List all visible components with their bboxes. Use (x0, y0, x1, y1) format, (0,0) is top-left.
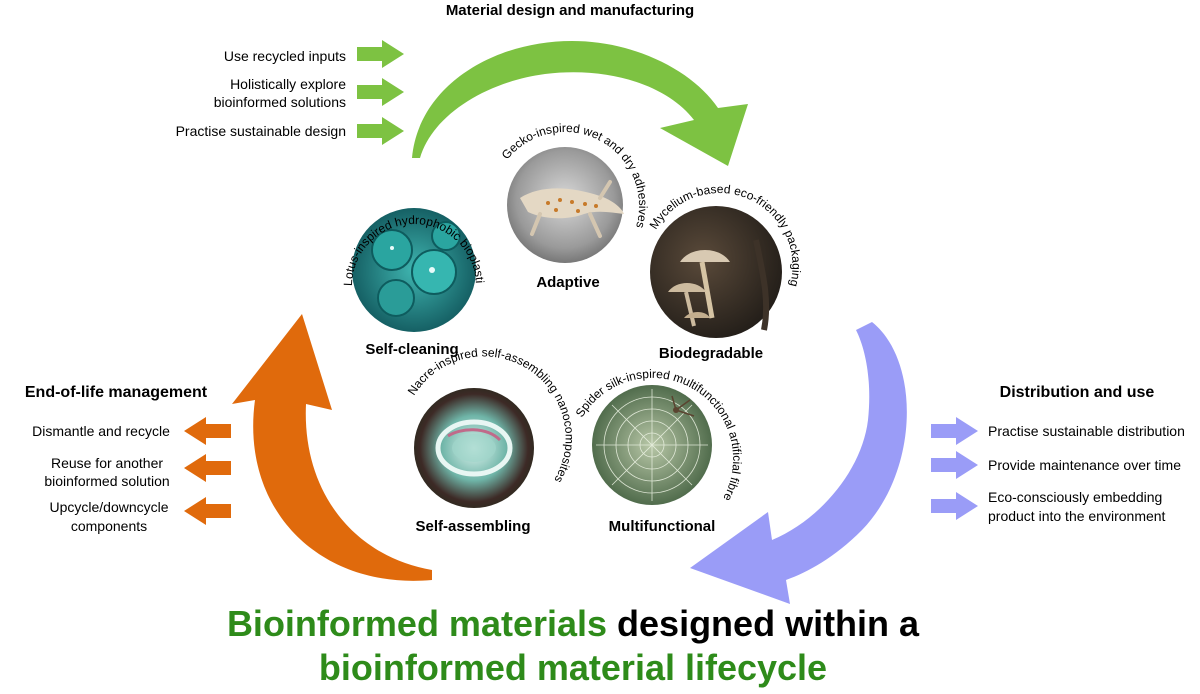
self-assembling-label: Self-assembling (415, 518, 530, 535)
design-item-sustainable-design: Practise sustainable design (176, 123, 346, 139)
spider-web-photo-icon (592, 385, 712, 505)
eol-left-arrow-icon (184, 417, 231, 445)
biodegradable-label: Biodegradable (659, 345, 763, 362)
nacre-shell-photo-icon (414, 388, 534, 508)
distribution-right-arrow-icon (931, 451, 978, 479)
gecko-photo-icon (507, 147, 624, 263)
eol-item-dismantle: Dismantle and recycle (32, 423, 170, 439)
design-stage-title: Material design and manufacturing (446, 2, 694, 19)
eol-item-reuse-line1: Reuse for another (51, 455, 163, 471)
headline-line2: bioinformed material lifecycle (319, 647, 827, 688)
multifunctional-label: Multifunctional (609, 518, 716, 535)
eol-item-reuse-line2: bioinformed solution (44, 473, 169, 489)
headline-black-part: designed within a (607, 603, 920, 644)
headline-line1: Bioinformed materials designed within a (227, 603, 920, 644)
eol-left-arrow-icon (184, 454, 231, 482)
design-item-explore-line2: bioinformed solutions (214, 94, 346, 110)
distribution-right-arrow-icon (931, 417, 978, 445)
eol-item-upcycle-line2: components (71, 518, 147, 534)
distribution-right-arrow-icon (931, 492, 978, 520)
design-item-recycled-inputs: Use recycled inputs (224, 48, 346, 64)
design-right-arrow-icon (357, 117, 404, 145)
eol-left-arrow-icon (184, 497, 231, 525)
distribution-item-embedding-line2: product into the environment (988, 508, 1166, 524)
design-item-explore-line1: Holistically explore (230, 76, 346, 92)
distribution-item-maintenance: Provide maintenance over time (988, 457, 1181, 473)
distribution-item-embedding-line1: Eco-consciously embedding (988, 489, 1162, 505)
distribution-cycle-arrow (690, 322, 907, 604)
end-of-life-stage-title: End-of-life management (25, 384, 208, 401)
headline-green-part: Bioinformed materials (227, 603, 607, 644)
design-right-arrow-icon (357, 40, 404, 68)
adaptive-label: Adaptive (536, 274, 599, 291)
design-right-arrow-icon (357, 78, 404, 106)
mushroom-photo-icon (650, 206, 782, 338)
distribution-stage-title: Distribution and use (1000, 384, 1155, 401)
design-cycle-arrow (412, 41, 748, 166)
distribution-item-sustainable-distribution: Practise sustainable distribution (988, 423, 1185, 439)
eol-item-upcycle-line1: Upcycle/downcycle (49, 499, 168, 515)
